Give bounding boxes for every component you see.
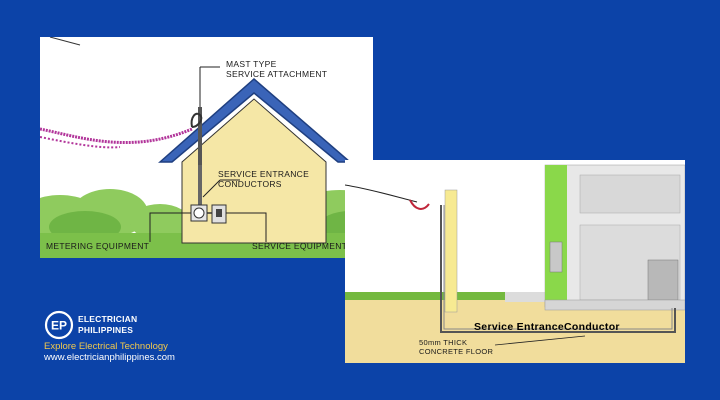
mast-weatherhead [190,112,203,128]
conductors-label-line1: SERVICE ENTRANCE [218,169,310,179]
floor-label-line2: CONCRETE FLOOR [419,347,494,356]
underground-service-diagram: Service EntranceConductor 50mm THICK CON… [345,160,685,363]
service-pole [444,189,458,313]
building-green-wall [545,165,567,307]
overhead-drop-line [345,184,418,203]
meter-dial [193,207,205,219]
floor-label-line1: 50mm THICK [419,338,468,347]
service-equipment-label: SERVICE EQUIPMENT [252,241,348,251]
service-entrance-conductor-label: Service EntranceConductor [474,321,620,333]
door [647,259,679,301]
svg-text:EP: EP [51,319,67,333]
service-mast [198,107,202,219]
underground-service-illustration [345,160,685,363]
mast-service-illustration [40,37,373,258]
concrete-floor-slab [544,299,685,311]
mast-label-line2: SERVICE ATTACHMENT [226,69,328,79]
brand-tagline: Explore Electrical Technology [44,341,168,352]
brand-url: www.electricianphilippines.com [44,352,175,363]
conductors-label-line2: CONDUCTORS [218,179,282,189]
underground-conduit [440,205,676,333]
house-roof [158,78,353,163]
service-drop-wire [40,127,193,145]
brand-name-line2: PHILIPPINES [78,325,134,335]
metering-equipment-label: METERING EQUIPMENT [46,241,150,251]
mast-label-line1: MAST TYPE [226,59,277,69]
brand-name-line1: ELECTRICIAN [78,314,138,324]
ep-logo-icon: EP [44,310,74,340]
brand-block: EP ELECTRICIAN PHILIPPINES Explore Elect… [44,310,244,370]
mast-service-diagram: MAST TYPE SERVICE ATTACHMENT SERVICE ENT… [40,37,373,258]
